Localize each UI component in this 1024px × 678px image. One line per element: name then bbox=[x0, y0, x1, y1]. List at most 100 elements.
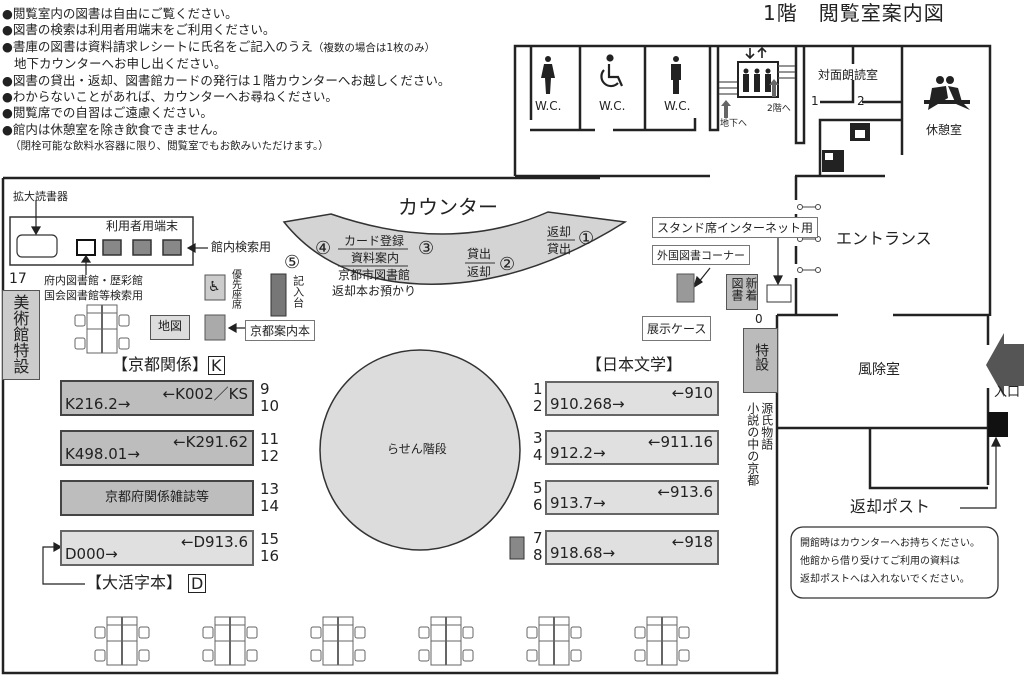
entrance: エントランス bbox=[836, 229, 932, 248]
magnifier-device bbox=[16, 234, 58, 258]
wheelchair-icon bbox=[600, 54, 624, 88]
chair bbox=[418, 649, 430, 662]
to-basement: 地下へ bbox=[720, 119, 748, 129]
writing-desk-label: 記入台 bbox=[291, 275, 305, 308]
up-arrow-icon bbox=[721, 100, 731, 118]
counter-1-return: 返却 bbox=[547, 225, 572, 239]
chair bbox=[354, 626, 366, 639]
chair bbox=[246, 649, 258, 662]
entry-label: 入口 bbox=[994, 385, 1021, 400]
spiral-staircase bbox=[319, 349, 521, 551]
large-print-heading: 【大活字本】 bbox=[86, 573, 183, 592]
chair bbox=[462, 649, 474, 662]
notes: ●閲覧室内の図書は自由にご覧ください。 ●図書の検索は利用者用端末をご利用くださ… bbox=[2, 6, 451, 153]
restroom-icons bbox=[541, 56, 681, 94]
stand-internet-label: スタンド席インターネット用 bbox=[652, 217, 819, 238]
reference-service: 資料案内 bbox=[351, 251, 400, 265]
special-zero-label: 0 bbox=[755, 312, 763, 326]
kyoto-city-library-note: 京都市図書館 bbox=[338, 268, 411, 282]
reading-table-group bbox=[94, 616, 150, 666]
chair bbox=[74, 337, 86, 350]
search-terminal-label: 館内検索用 bbox=[211, 240, 272, 254]
magnifier-label: 拡大読書器 bbox=[13, 190, 68, 203]
new-books-label: 新着図書 bbox=[730, 277, 758, 301]
writing-desk bbox=[270, 273, 287, 317]
up-arrow-icon bbox=[769, 79, 779, 97]
chair bbox=[678, 626, 690, 639]
chair bbox=[418, 626, 430, 639]
chair bbox=[354, 649, 366, 662]
lounge: 休憩室 bbox=[926, 123, 963, 137]
kyoto-guide-label: 京都案内本 bbox=[245, 320, 316, 341]
chair bbox=[634, 626, 646, 639]
counter bbox=[282, 211, 628, 285]
japanese-lit-heading: 【日本文学】 bbox=[586, 355, 683, 374]
terminal-external[interactable] bbox=[76, 239, 96, 256]
chair bbox=[570, 626, 582, 639]
display-case-label: 展示ケース bbox=[642, 316, 712, 341]
small-shelf bbox=[509, 536, 525, 560]
foreign-books-label: 外国図書コーナー bbox=[652, 245, 750, 265]
stand-seat bbox=[766, 284, 792, 303]
terminal-internal[interactable] bbox=[162, 239, 182, 256]
new-books-shelf bbox=[726, 274, 758, 310]
foreign-books-shelf bbox=[676, 273, 695, 303]
art-museum-special: 美術館特設 bbox=[10, 294, 30, 374]
return-post[interactable] bbox=[988, 412, 1008, 437]
chair bbox=[94, 649, 106, 662]
reading-room-door-2: 2 bbox=[857, 94, 865, 108]
chair bbox=[310, 626, 322, 639]
counter-1-lend: 貸出 bbox=[547, 242, 572, 256]
genji-sub-label: 小説の中の京都 bbox=[745, 402, 760, 486]
counter-3[interactable]: ③ bbox=[418, 238, 435, 259]
chair bbox=[310, 649, 322, 662]
stairs bbox=[719, 65, 795, 95]
chair bbox=[94, 626, 106, 639]
kyoto-badge: K bbox=[208, 356, 225, 375]
reading-table-group bbox=[310, 616, 366, 666]
chair bbox=[138, 626, 150, 639]
chair bbox=[678, 649, 690, 662]
shelf-13-14: 京都府関係雑誌等 bbox=[60, 480, 254, 516]
return-books-note: 返却本お預かり bbox=[332, 284, 417, 298]
other-search-label-2: 国会図書館等検索用 bbox=[44, 289, 143, 302]
page-title: 1階 閲覧室案内図 bbox=[763, 1, 945, 25]
kyoto-heading: 【京都関係】 bbox=[112, 355, 209, 374]
reading-table-group bbox=[74, 304, 130, 354]
priority-seat bbox=[204, 274, 226, 301]
chair bbox=[526, 649, 538, 662]
counter-2[interactable]: ② bbox=[499, 254, 516, 275]
wc-accessible: W.C. bbox=[599, 99, 626, 113]
counter-5[interactable]: ⑤ bbox=[284, 252, 301, 273]
terminal-internal[interactable] bbox=[132, 239, 152, 256]
counter-1[interactable]: ① bbox=[578, 228, 595, 249]
terminal-internal[interactable] bbox=[102, 239, 122, 256]
card-registration: カード登録 bbox=[344, 234, 405, 248]
reading-room: 対面朗読室 bbox=[818, 68, 879, 82]
spiral-staircase-label: らせん階段 bbox=[387, 442, 447, 456]
chair bbox=[202, 649, 214, 662]
pointer-arrows bbox=[30, 200, 1001, 585]
chair bbox=[526, 626, 538, 639]
special-display: 特設 bbox=[753, 343, 770, 371]
counter-4[interactable]: ④ bbox=[315, 238, 332, 259]
chair bbox=[118, 337, 130, 350]
return-post-label: 返却ポスト bbox=[850, 497, 931, 516]
chair bbox=[246, 626, 258, 639]
counter-title: カウンター bbox=[398, 195, 498, 219]
lounge-people-icon bbox=[924, 76, 970, 110]
wc-women: W.C. bbox=[535, 99, 562, 113]
special-display-shelf bbox=[743, 328, 778, 393]
entrance-doors bbox=[797, 204, 821, 273]
chair bbox=[202, 626, 214, 639]
counter-2-return: 返却 bbox=[467, 265, 492, 279]
chair bbox=[74, 314, 86, 327]
reading-table-group bbox=[526, 616, 582, 666]
